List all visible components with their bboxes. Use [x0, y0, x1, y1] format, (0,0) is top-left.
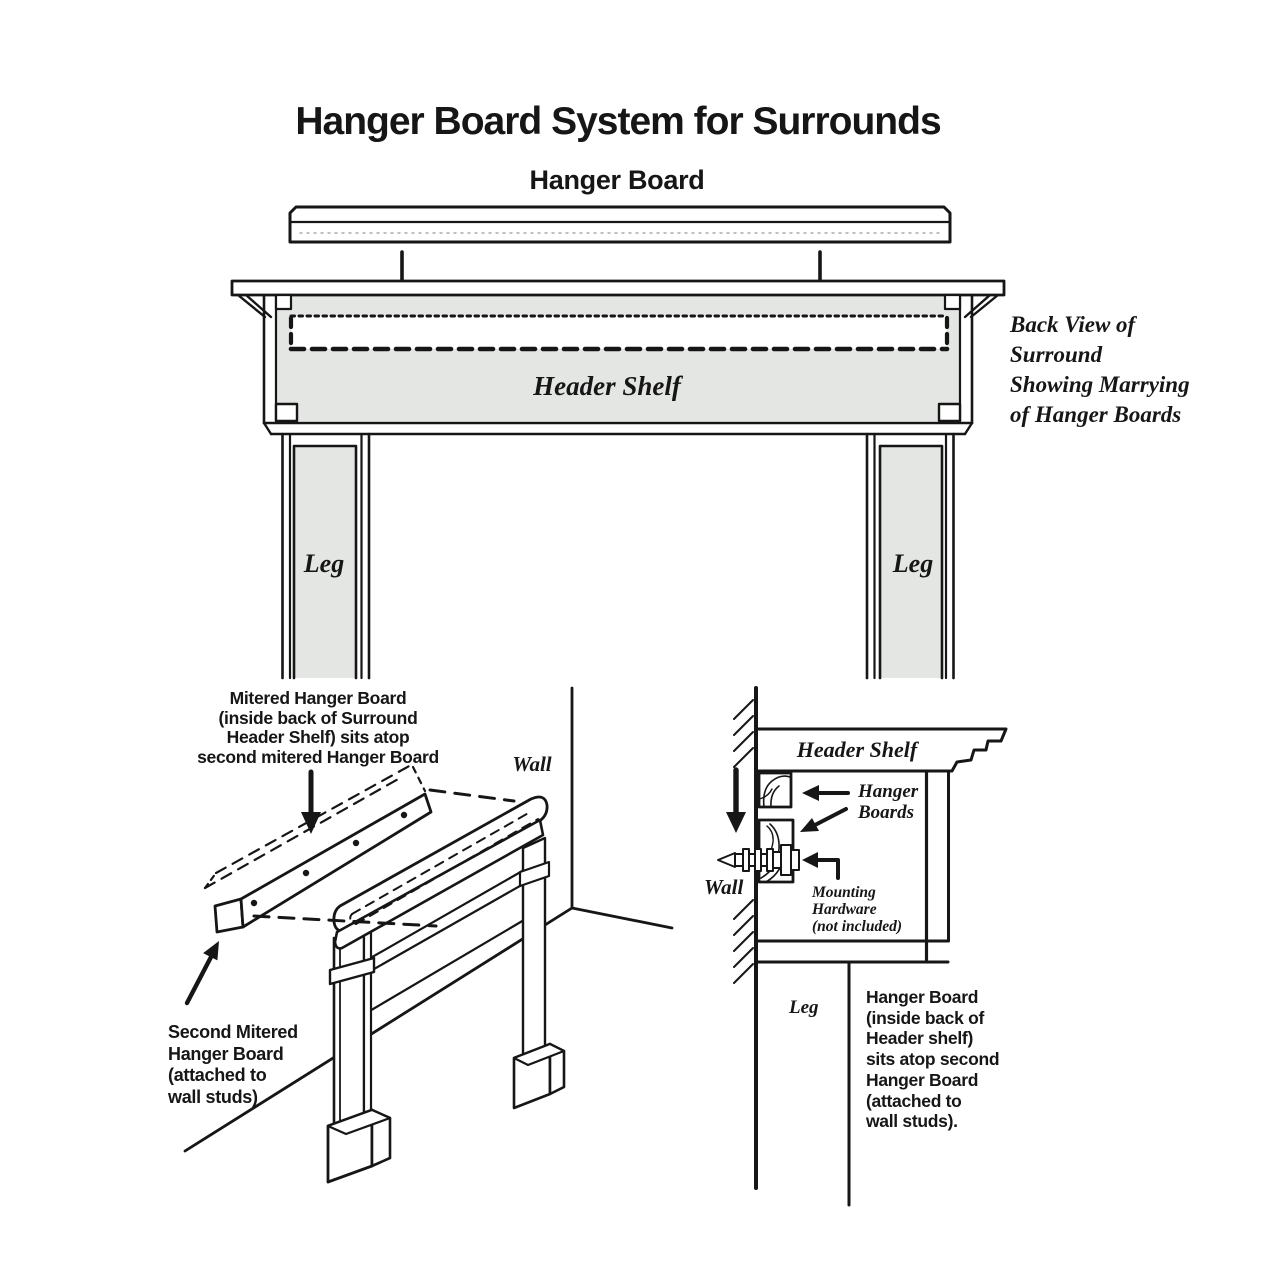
iso-wall-label: Wall [512, 752, 552, 776]
back-view-caption: Back View of Surround Showing Marrying o… [1010, 312, 1190, 427]
section-header-shelf-label: Header Shelf [796, 737, 918, 762]
hanger-board-pocket-dashed [288, 314, 950, 352]
section-hanger-boards-label: Hanger Boards [858, 781, 919, 823]
iso-rear-leg [512, 836, 566, 1110]
section-header-shelf [756, 727, 1008, 773]
mounting-screw-icon [717, 844, 800, 876]
section-wall-label: Wall [704, 875, 744, 899]
wall-hatching-upper [733, 699, 754, 768]
section-mounting-label: Mounting Hardware (not included) [812, 884, 902, 935]
iso-shelf [332, 795, 549, 950]
left-leg-label: Leg [303, 549, 345, 578]
iso-mitered-hanger-board [203, 763, 433, 934]
surround-back-view [230, 279, 1006, 680]
iso-view-drawing [183, 686, 674, 1184]
hanger-boards-arrow-lower-icon [800, 807, 848, 832]
section-note: Hanger Board (inside back of Header shel… [866, 987, 1000, 1132]
right-leg-drawing [865, 432, 955, 680]
hanger-boards-arrow-upper-icon [802, 785, 850, 801]
page-title: Hanger Board System for Surrounds [295, 100, 941, 143]
wall-hatching-lower [733, 899, 754, 984]
hanger-board-label: Hanger Board [529, 165, 705, 195]
iso-annotation-left: Second Mitered Hanger Board (attached to… [168, 1022, 298, 1107]
section-hanger-board-upper [757, 771, 793, 809]
hanger-board-drawing [288, 205, 952, 244]
header-shelf-label: Header Shelf [533, 371, 681, 401]
section-view-drawing [717, 686, 1008, 1207]
iso-top-arrow-icon [301, 769, 321, 834]
mounting-hardware-arrow-icon [802, 852, 840, 880]
left-leg-drawing [281, 432, 371, 680]
iso-front-leg [326, 922, 392, 1184]
section-down-arrow-icon [726, 767, 746, 833]
iso-left-arrow-icon [184, 941, 219, 1006]
iso-annotation-top: Mitered Hanger Board (inside back of Sur… [197, 688, 439, 767]
section-leg-label: Leg [789, 997, 819, 1018]
right-leg-label: Leg [892, 549, 934, 578]
